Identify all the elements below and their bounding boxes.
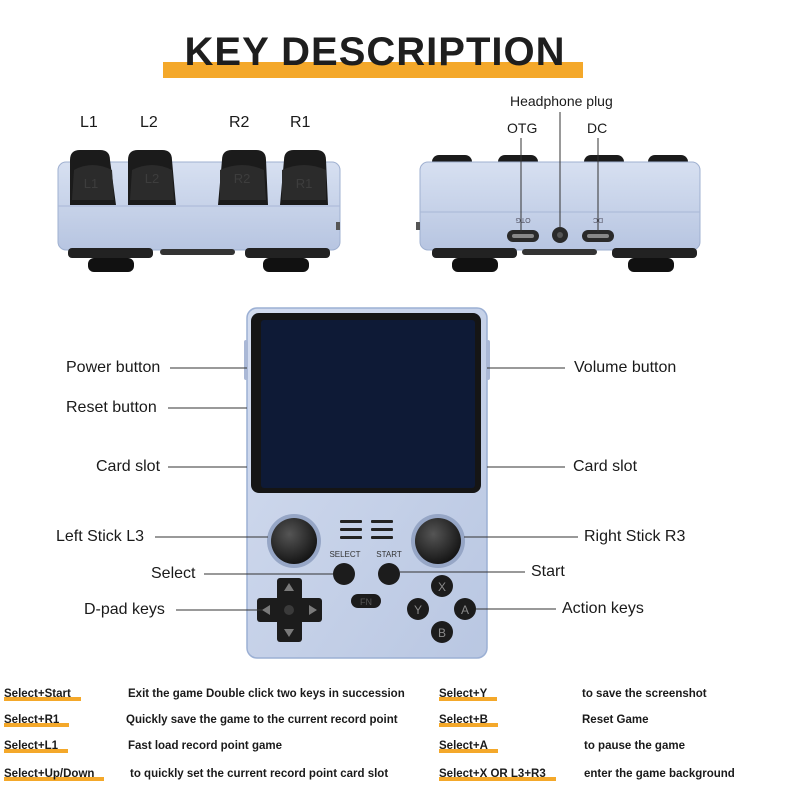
callout-card-slot-left: Card slot	[96, 458, 161, 475]
shortcut-desc: to save the screenshot	[582, 688, 707, 700]
headphone-jack	[552, 227, 568, 243]
label-l2: L2	[140, 114, 158, 131]
shoulder-button-l2: L2	[128, 150, 176, 205]
label-r2: R2	[229, 114, 250, 131]
action-button-x: X	[431, 575, 453, 597]
label-headphone-plug: Headphone plug	[510, 93, 613, 109]
fn-button: FN	[351, 594, 381, 608]
select-button	[333, 563, 355, 585]
right-analog-stick	[411, 514, 465, 568]
device-print-x: X	[438, 580, 446, 594]
shortcut-combo: Select+B	[439, 714, 498, 727]
callout-left-stick: Left Stick L3	[56, 528, 145, 545]
shortcut-combo: Select+Y	[439, 688, 498, 701]
shortcut-desc: to quickly set the current record point …	[130, 768, 389, 780]
top-view-left: L1 L2 R2 R1	[57, 150, 341, 272]
label-l1: L1	[80, 114, 98, 131]
callout-select: Select	[151, 565, 196, 582]
device-print-a: A	[461, 603, 469, 617]
shortcut-desc: Exit the game Double click two keys in s…	[128, 688, 405, 700]
device-print-r1: R1	[296, 176, 313, 191]
device-print-otg: OTG	[515, 216, 530, 223]
device-print-start: START	[376, 550, 402, 559]
device-front: SELECT START FN X Y	[244, 307, 490, 659]
otg-port: OTG	[507, 216, 539, 242]
callout-power-button: Power button	[66, 359, 161, 376]
left-analog-stick	[267, 514, 321, 568]
label-dc: DC	[587, 120, 608, 136]
callout-volume-button: Volume button	[574, 359, 677, 376]
shortcut-combo: Select+Up/Down	[4, 768, 105, 781]
speaker-grille	[340, 520, 393, 539]
shoulder-button-r2: R2	[218, 150, 268, 205]
shortcut-desc: Reset Game	[582, 714, 649, 726]
device-print-l1: L1	[84, 176, 98, 191]
top-view-right: OTG DC	[416, 112, 701, 272]
shortcut-combo: Select+X OR L3+R3	[439, 768, 556, 781]
action-button-a: A	[454, 598, 476, 620]
callout-card-slot-right: Card slot	[573, 458, 638, 475]
device-print-b: B	[438, 626, 446, 640]
action-button-b: B	[431, 621, 453, 643]
shortcut-desc: Fast load record point game	[128, 740, 282, 752]
shoulder-button-r1: R1	[280, 150, 328, 205]
action-button-y: Y	[407, 598, 429, 620]
label-r1: R1	[290, 114, 311, 131]
device-print-l2: L2	[145, 171, 159, 186]
label-otg: OTG	[507, 120, 538, 136]
callout-reset-button: Reset button	[66, 399, 157, 416]
callout-right-stick: Right Stick R3	[584, 528, 686, 545]
device-print-fn: FN	[360, 597, 372, 607]
shoulder-button-l1: L1	[70, 150, 116, 205]
device-print-select: SELECT	[329, 550, 360, 559]
callout-start: Start	[531, 563, 565, 580]
device-print-y: Y	[414, 603, 422, 617]
callout-action-keys: Action keys	[562, 600, 644, 617]
d-pad	[257, 578, 322, 642]
callout-lines	[155, 367, 578, 611]
page-title: KEY DESCRIPTION	[184, 30, 566, 74]
callout-dpad: D-pad keys	[84, 601, 165, 618]
shortcut-desc: to pause the game	[584, 740, 685, 752]
title-highlight	[163, 62, 583, 78]
shortcut-combo: Select+A	[439, 740, 498, 753]
display-screen	[261, 320, 475, 488]
device-print-r2: R2	[234, 171, 251, 186]
shortcut-combo: Select+R1	[4, 714, 70, 727]
bottom-stick-left	[68, 248, 153, 272]
shortcut-desc: enter the game background	[584, 768, 735, 780]
start-button	[378, 563, 400, 585]
shortcut-combo: Select+Start	[4, 688, 81, 701]
shortcut-desc: Quickly save the game to the current rec…	[126, 714, 398, 726]
shortcut-combo: Select+L1	[4, 740, 69, 753]
bottom-stick-right	[245, 248, 330, 272]
